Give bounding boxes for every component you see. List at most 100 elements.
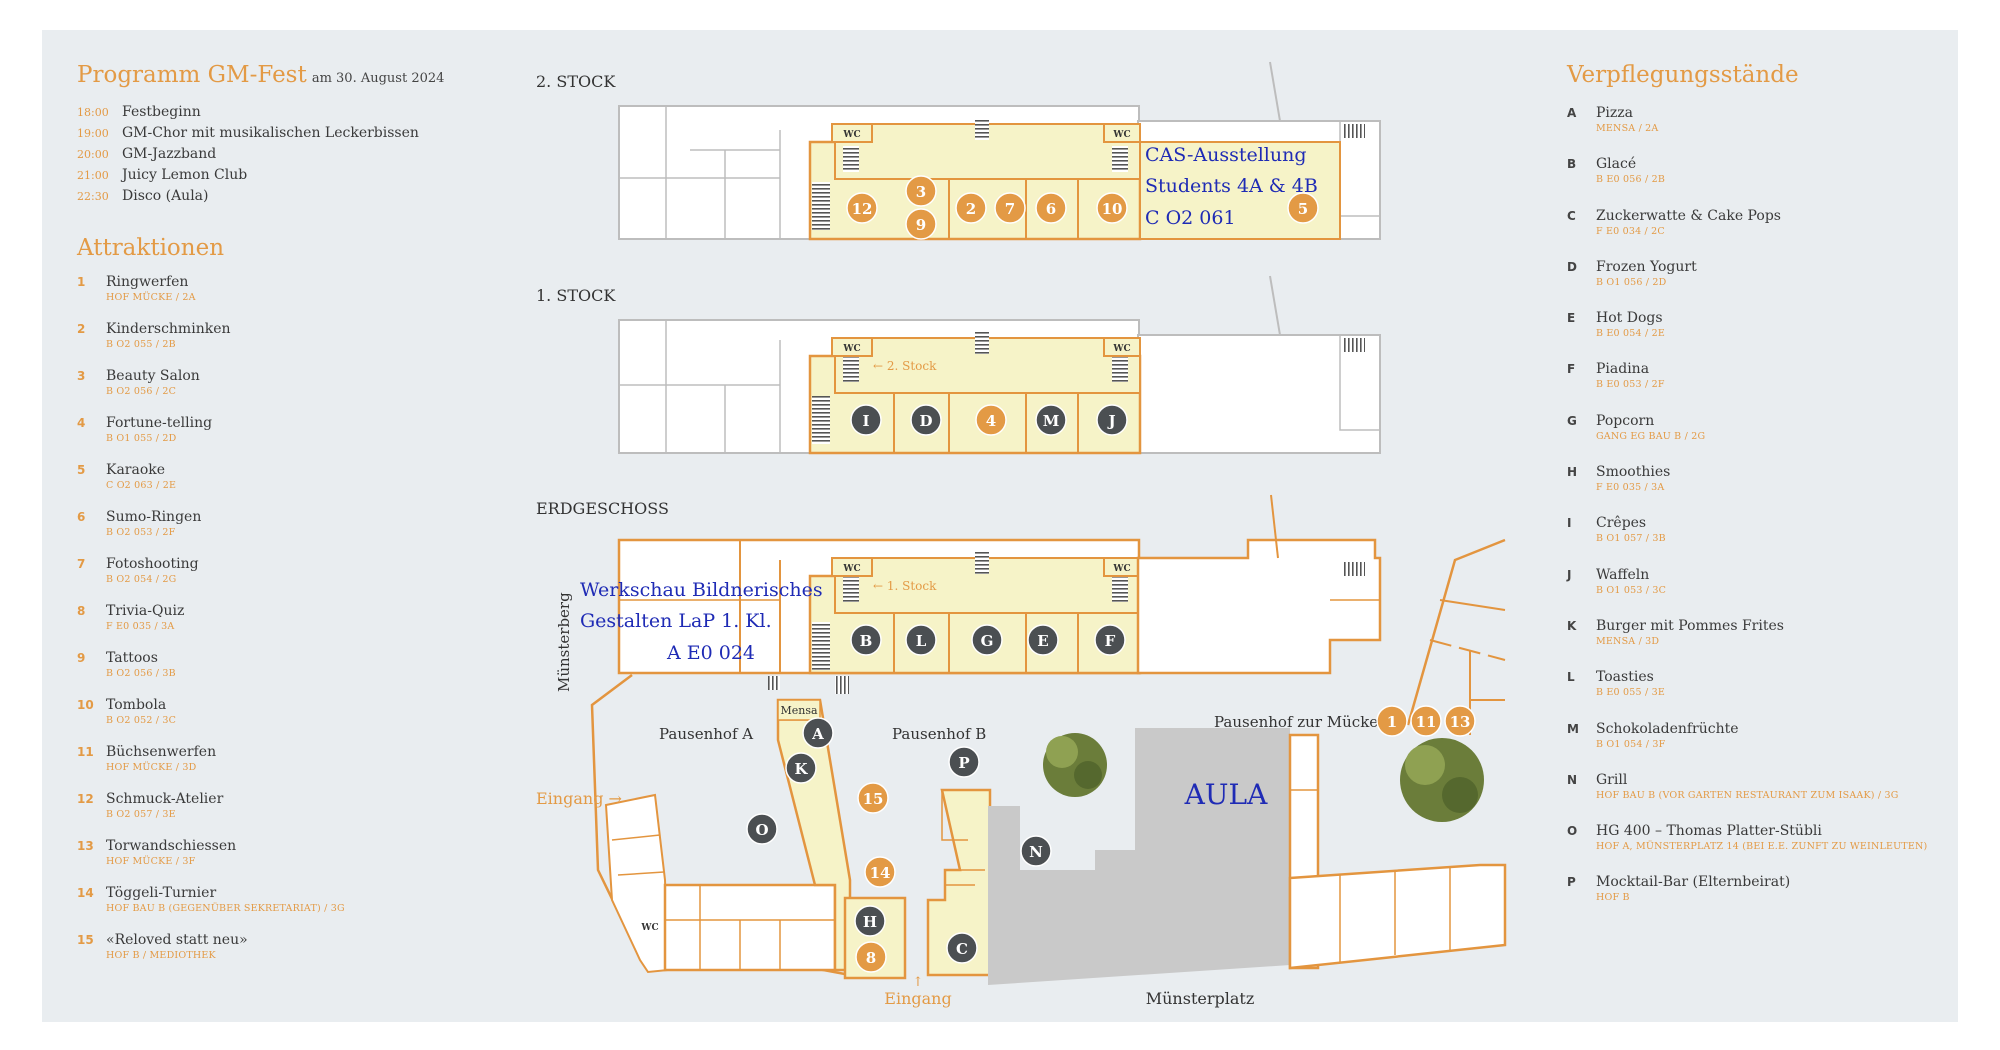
verpflegung-letter: G [1567,413,1577,428]
attraktion-name: Schmuck-Atelier [106,791,224,807]
programm-label: Festbeginn [122,104,201,120]
map-marker: F [1094,624,1126,656]
attraktion-number: 14 [77,886,94,900]
attraktion-number: 2 [77,322,86,336]
attraktion-room: C O2 063 / 2E [106,480,177,491]
map-marker-label: 7 [1005,200,1015,218]
map-marker-circle [857,782,889,814]
map-marker-circle [975,404,1007,436]
map-marker-circle [1094,624,1126,656]
attraktion-room: F E0 035 / 3A [106,621,175,632]
map-marker-label: P [958,754,969,772]
verpflegung-room: B E0 055 / 3E [1596,687,1665,699]
programm-item: 21:00 Juicy Lemon Club [77,165,477,186]
floor1-plan: WC WC ← 2. Stock [618,275,1381,455]
map-marker: 14 [864,856,896,888]
map-marker-circle [1035,404,1067,436]
attraktion-room: B O2 052 / 3C [106,715,177,726]
attraktion-room: HOF B / MEDIOTHEK [106,950,216,961]
attraktion-name: Trivia-Quiz [106,603,185,619]
map-marker: 2 [955,192,987,224]
map-marker-label: L [916,632,927,650]
werk-line3: A E0 024 [666,642,755,664]
map-marker-circle [1035,192,1067,224]
verpflegung-letter: P [1567,875,1576,890]
map-marker-circle [1376,705,1408,737]
map-marker: 6 [1035,192,1067,224]
attraktion-name: Fotoshooting [106,556,199,572]
map-marker: 7 [994,192,1026,224]
map-marker-label: M [1043,412,1060,430]
verpflegung-letter: J [1567,567,1572,582]
eingang-south-label: Eingang [884,989,951,1008]
attraktion-number: 15 [77,933,94,947]
verpflegung-name: Schokoladenfrüchte [1596,720,1739,737]
programm-label: Juicy Lemon Club [122,167,248,183]
attraktion-name: Karaoke [106,462,166,478]
verpflegung-letter: B [1567,157,1577,172]
map-marker: H [854,905,886,937]
map-marker-label: G [981,632,994,650]
verpflegung-letter: H [1567,465,1578,480]
attraktion-name: Torwandschiessen [106,838,237,854]
verpflegung-letter: D [1567,259,1577,274]
map-marker-circle [948,746,980,778]
map-marker-label: 10 [1102,200,1123,218]
attraktion-number: 1 [77,275,86,289]
map-marker-circle [905,175,937,207]
verpflegung-room: F E0 034 / 2C [1596,225,1665,237]
map-marker-circle [1096,404,1128,436]
map-marker-label: 3 [916,183,926,201]
map-marker: D [910,404,942,436]
attraktion-number: 7 [77,557,86,571]
verpflegung-room: B O1 057 / 3B [1596,533,1666,545]
map-marker-label: 4 [986,412,996,430]
attraktion-room: B O2 056 / 2C [106,386,177,397]
verpflegung-room: B O1 056 / 2D [1596,276,1667,288]
muensterplatz-label: Münsterplatz [1146,989,1255,1008]
map-marker: J [1096,404,1128,436]
verpflegung-letter: A [1567,106,1577,120]
map-marker: E [1027,624,1059,656]
map-marker-circle [946,932,978,964]
verpflegung-name: Popcorn [1596,412,1655,429]
verpflegung-name: Grill [1596,771,1628,788]
aula-label: AULA [1184,778,1268,811]
map-marker: 3 [905,175,937,207]
programm-time: 19:00 [77,127,109,140]
verpflegung-name: Piadina [1596,361,1650,378]
verpflegung-room: F E0 035 / 3A [1596,482,1665,494]
verpflegung-room: B O1 054 / 3F [1596,738,1666,750]
attraktion-room: B O1 055 / 2D [106,433,177,444]
map-marker-circle [850,624,882,656]
map-marker: 4 [975,404,1007,436]
map-marker-label: 11 [1416,713,1437,731]
werk-line1: Werkschau Bildnerisches [580,579,823,601]
pausenhof-a-label: Pausenhof A [659,725,753,743]
attraktion-room: B O2 056 / 3B [106,668,176,679]
attraktion-number: 13 [77,839,94,853]
programm-title: Programm GM-Fest [77,62,307,88]
cas-exhibit-label: CAS-Ausstellung Students 4A & 4B C O2 06… [1145,144,1318,229]
attraktion-name: «Reloved statt neu» [106,932,248,948]
programm-time: 21:00 [77,169,109,182]
cas-line1: CAS-Ausstellung [1145,144,1307,166]
map-marker: 5 [1287,192,1319,224]
